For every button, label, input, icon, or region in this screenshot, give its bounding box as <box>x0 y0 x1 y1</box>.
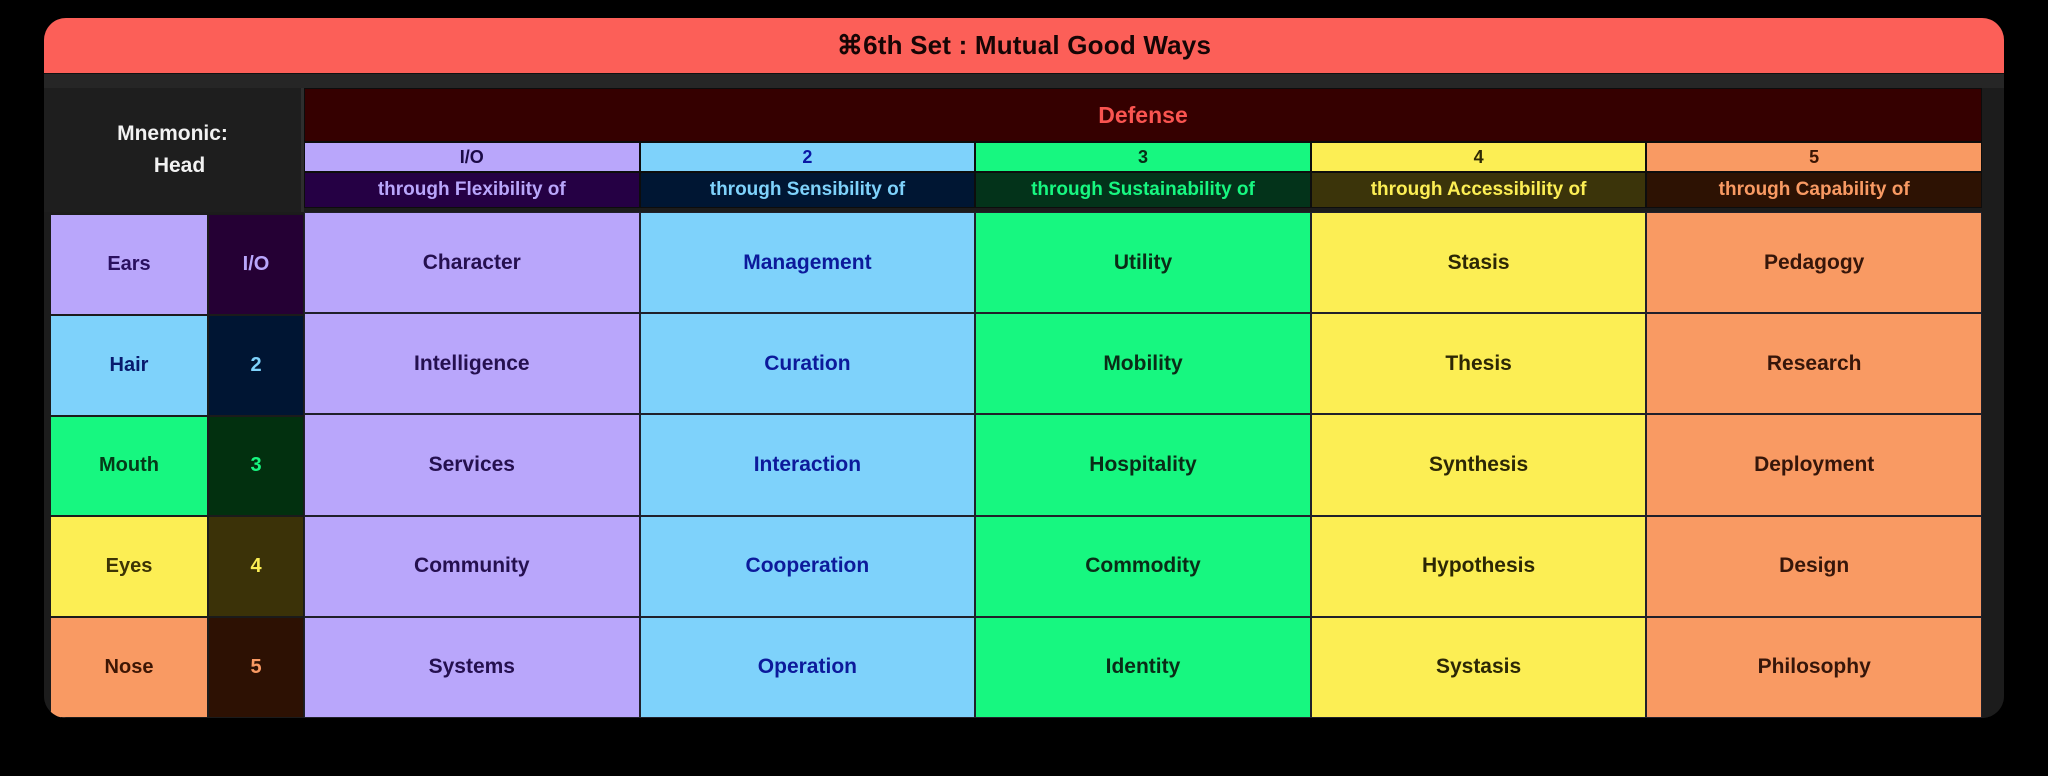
title-divider-strip <box>44 74 2004 88</box>
mnemonic-number-4[interactable]: 4 <box>208 516 304 618</box>
grid-cell-r5-c1[interactable]: Systems <box>304 616 640 718</box>
grid-cell-r5-c2[interactable]: Operation <box>639 616 976 718</box>
grid-cell-r3-c4[interactable]: Synthesis <box>1310 414 1647 516</box>
mnemonic-name-eyes[interactable]: Eyes <box>50 516 208 618</box>
column-number-2[interactable]: 2 <box>639 142 976 172</box>
grid-cell-r4-c1[interactable]: Community <box>304 515 640 617</box>
grid-cell-r5-c3[interactable]: Identity <box>975 616 1311 718</box>
grid-cell-r5-c5[interactable]: Philosophy <box>1646 616 1982 718</box>
grid-cell-r2-c2[interactable]: Curation <box>639 313 976 415</box>
grid-cell-r1-c5[interactable]: Pedagogy <box>1646 212 1982 314</box>
grid-cell-r2-c1[interactable]: Intelligence <box>304 313 640 415</box>
grid-cell-r4-c3[interactable]: Commodity <box>975 515 1311 617</box>
grid-cell-r4-c4[interactable]: Hypothesis <box>1310 515 1647 617</box>
column-subtitle-4: through Accessibility of <box>1310 172 1647 208</box>
mnemonic-number-5[interactable]: 5 <box>208 617 304 718</box>
grid-cell-r3-c1[interactable]: Services <box>304 414 640 516</box>
mnemonic-name-ears[interactable]: Ears <box>50 214 208 315</box>
page-title: ⌘6th Set : Mutual Good Ways <box>836 30 1212 60</box>
column-number-1[interactable]: I/O <box>304 142 640 172</box>
grid-cell-r4-c5[interactable]: Design <box>1646 515 1982 617</box>
mnemonic-name-nose[interactable]: Nose <box>50 617 208 718</box>
mnemonic-value: Head <box>153 154 206 177</box>
mnemonic-name-hair[interactable]: Hair <box>50 314 208 416</box>
grid-cell-r5-c4[interactable]: Systasis <box>1310 616 1647 718</box>
mnemonic-legend: Mnemonic: Head <box>44 88 304 212</box>
column-number-3[interactable]: 3 <box>975 142 1311 172</box>
mnemonic-number-3[interactable]: 3 <box>208 415 304 517</box>
grid-cell-r1-c4[interactable]: Stasis <box>1310 212 1647 314</box>
title-bar: ⌘6th Set : Mutual Good Ways <box>44 18 2004 74</box>
app-card: ⌘6th Set : Mutual Good Ways Mnemonic: He… <box>44 18 2004 718</box>
defense-label: Defense <box>1098 101 1188 128</box>
grid-cell-r2-c5[interactable]: Research <box>1646 313 1982 415</box>
mnemonic-number-2[interactable]: 2 <box>208 314 304 416</box>
column-subtitle-5: through Capability of <box>1646 172 1982 208</box>
grid-cell-r3-c3[interactable]: Hospitality <box>975 414 1311 516</box>
mnemonic-label: Mnemonic: <box>117 122 228 145</box>
column-number-5[interactable]: 5 <box>1646 142 1982 172</box>
grid-cell-r2-c3[interactable]: Mobility <box>975 313 1311 415</box>
grid-cell-r3-c2[interactable]: Interaction <box>639 414 976 516</box>
column-subtitle-1: through Flexibility of <box>304 172 640 208</box>
grid-cell-r1-c1[interactable]: Character <box>304 212 640 314</box>
grid-cell-r3-c5[interactable]: Deployment <box>1646 414 1982 516</box>
column-number-4[interactable]: 4 <box>1310 142 1647 172</box>
grid-cell-r4-c2[interactable]: Cooperation <box>639 515 976 617</box>
mnemonic-number-1[interactable]: I/O <box>208 214 304 315</box>
grid-cell-r2-c4[interactable]: Thesis <box>1310 313 1647 415</box>
grid-cell-r1-c3[interactable]: Utility <box>975 212 1311 314</box>
column-subtitle-3: through Sustainability of <box>975 172 1311 208</box>
mnemonic-name-mouth[interactable]: Mouth <box>50 415 208 517</box>
column-subtitle-2: through Sensibility of <box>639 172 976 208</box>
defense-band: Defense <box>304 88 1982 142</box>
grid-cell-r1-c2[interactable]: Management <box>639 212 976 314</box>
